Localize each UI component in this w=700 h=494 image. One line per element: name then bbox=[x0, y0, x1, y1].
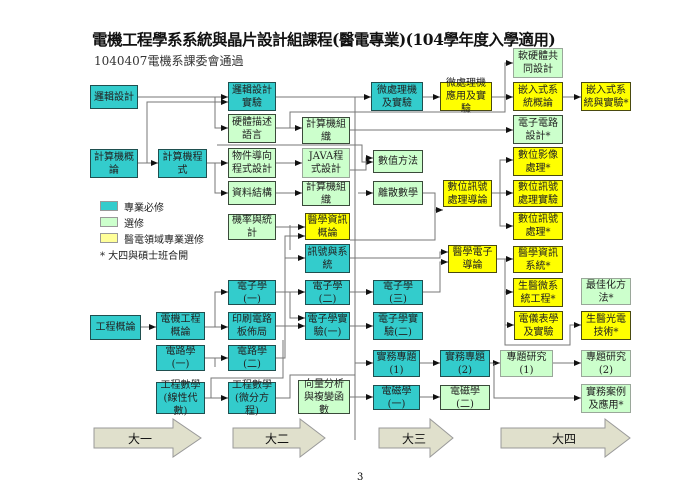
year-arrow-4 bbox=[500, 418, 631, 458]
year-label-2: 大二 bbox=[265, 432, 290, 446]
course-image-processing: 數位影像處理* bbox=[513, 147, 563, 176]
course-embedded-intro: 嵌入式系統概論 bbox=[513, 82, 563, 111]
course-research-1: 專題研究 (1) bbox=[500, 350, 553, 377]
course-electromagnetics-1: 電磁學(一) bbox=[373, 385, 420, 410]
course-discrete-math: 離散數學 bbox=[373, 181, 423, 205]
course-electronics-lab-1: 電子學實驗(一) bbox=[305, 312, 350, 340]
course-signals-systems: 訊號與系統 bbox=[305, 244, 350, 273]
course-instrumentation: 電儀表學及實驗 bbox=[514, 311, 563, 340]
course-pcb-layout: 印刷電路板佈局 bbox=[228, 312, 276, 340]
page-number: 3 bbox=[357, 472, 364, 483]
course-data-structures: 資料結構 bbox=[228, 181, 276, 205]
course-dsp-lab: 數位訊號處理實驗 bbox=[513, 180, 563, 207]
year-label-3: 大三 bbox=[402, 432, 427, 446]
course-logic-design: 邏輯設計 bbox=[90, 85, 138, 109]
course-practical-cases: 實務案例及應用* bbox=[581, 384, 631, 413]
course-hw-sw-codesign: 軟硬體共同設計 bbox=[513, 48, 563, 78]
year-label-1: 大一 bbox=[128, 432, 153, 446]
page-subtitle: 1040407電機系課委會通過 bbox=[94, 54, 244, 68]
course-medical-info-intro: 醫學資訊概論 bbox=[305, 213, 350, 240]
course-engineering-intro: 工程概論 bbox=[90, 315, 141, 340]
legend-swatch-elective bbox=[100, 217, 118, 227]
course-circuits-1: 電路學(一) bbox=[156, 345, 205, 371]
course-research-2: 專題研究 (2) bbox=[581, 350, 631, 377]
course-vector-analysis: 向量分析與複變函數 bbox=[298, 379, 350, 416]
course-bio-photonics: 生醫光電技術* bbox=[581, 311, 631, 340]
course-medical-info-system: 醫學資訊系統* bbox=[513, 246, 563, 273]
course-computer-organization-1: 計算機組織 bbox=[302, 117, 350, 144]
year-arrow-1 bbox=[93, 418, 202, 458]
course-microprocessor-app: 微處理機應用及實驗 bbox=[440, 78, 492, 115]
course-hdl: 硬體描述語言 bbox=[228, 114, 276, 143]
legend-swatch-required bbox=[100, 201, 118, 211]
course-electronics-lab-2: 電子學實驗(二) bbox=[373, 312, 423, 340]
course-electromagnetics-2: 電磁學(二) bbox=[440, 385, 490, 410]
course-logic-lab: 邏輯設計實驗 bbox=[228, 82, 276, 111]
course-intro-cs: 計算機概論 bbox=[90, 149, 138, 178]
course-dsp: 數位訊號處理* bbox=[513, 212, 563, 240]
course-electronics-2: 電子學(二) bbox=[305, 280, 350, 305]
year-arrow-2 bbox=[232, 418, 326, 458]
course-optimization: 最佳化方法* bbox=[581, 278, 631, 305]
course-project-1: 實務專題 (1) bbox=[373, 350, 420, 377]
course-probability-statistics: 機率與統計 bbox=[228, 214, 276, 240]
course-medical-electronics: 醫學電子導論 bbox=[448, 245, 497, 273]
course-eng-math-differential-equations: 工程數學 (微分方程) bbox=[228, 380, 276, 417]
legend: 專業必修 選修 醫電領域專業選修 * 大四與碩士班合開 bbox=[100, 198, 204, 262]
course-circuits-2: 電路學(二) bbox=[228, 345, 276, 371]
legend-elective: 選修 bbox=[124, 218, 144, 230]
course-dsp-intro: 數位訊號處理導論 bbox=[443, 180, 492, 207]
course-java: JAVA程式設計 bbox=[302, 148, 350, 178]
course-numerical-methods: 數值方法 bbox=[373, 150, 423, 173]
course-electronics-3: 電子學(三) bbox=[373, 280, 423, 305]
course-electronic-circuit-design: 電子電路設計* bbox=[513, 115, 563, 144]
course-programming: 計算機程式 bbox=[158, 149, 207, 178]
legend-medical: 醫電領域專業選修 bbox=[124, 234, 204, 246]
course-eng-math-linear-algebra: 工程數學 (線性代數) bbox=[156, 380, 205, 417]
course-computer-organization-2: 計算機組織 bbox=[302, 181, 350, 206]
course-electronics-1: 電子學(一) bbox=[228, 280, 276, 305]
year-label-4: 大四 bbox=[552, 432, 577, 446]
course-oop: 物件導向程式設計 bbox=[228, 148, 276, 178]
legend-note: * 大四與碩士班合開 bbox=[100, 250, 189, 262]
legend-swatch-medical bbox=[100, 233, 118, 243]
course-microprocessor: 微處理機及實驗 bbox=[371, 82, 423, 111]
year-arrow-3 bbox=[378, 418, 454, 458]
page-title: 電機工程學系系統與晶片設計組課程(醫電專業)(104學年度入學適用) bbox=[92, 30, 556, 49]
course-embedded-lab: 嵌入式系統與實驗* bbox=[581, 82, 631, 111]
course-bio-mems: 生醫微系統工程* bbox=[513, 278, 563, 307]
legend-required: 專業必修 bbox=[124, 202, 164, 214]
course-project-2: 實務專題 (2) bbox=[440, 350, 490, 377]
course-ee-intro: 電機工程概論 bbox=[156, 312, 205, 340]
